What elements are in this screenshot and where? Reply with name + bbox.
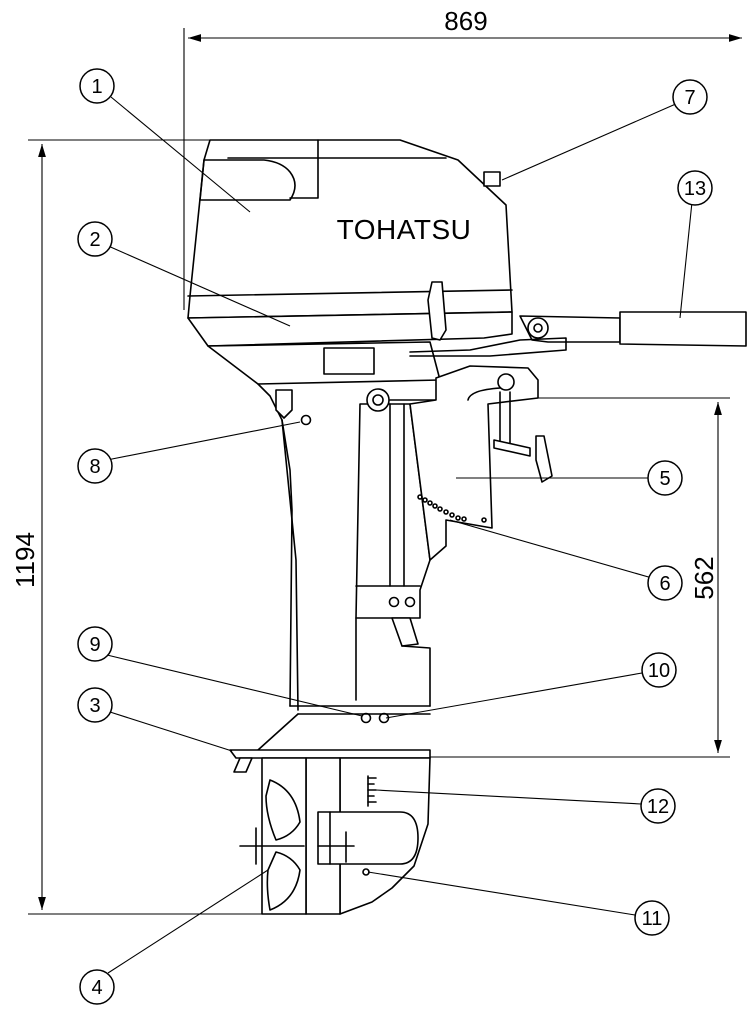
- brand-logo-text: TOHATSU: [337, 214, 472, 245]
- callout-7-label: 7: [684, 87, 695, 109]
- callout-11: 11: [634, 900, 670, 936]
- dimension-height-label: 1194: [10, 532, 40, 588]
- callout-10: 10: [641, 652, 677, 688]
- callout-9: 9: [77, 626, 113, 662]
- callout-5-label: 5: [659, 468, 670, 490]
- dimension-shaft: 562: [430, 397, 730, 758]
- callout-4-label: 4: [91, 977, 102, 999]
- tiller-handle: [409, 311, 747, 357]
- dimension-width-label: 869: [444, 6, 487, 36]
- callout-8: 8: [77, 448, 113, 484]
- callout-13: 13: [677, 170, 713, 206]
- callout-1-label: 1: [91, 76, 102, 98]
- callout-2-label: 2: [89, 229, 100, 251]
- callout-7: 7: [672, 79, 708, 115]
- callout-1: 1: [79, 68, 115, 104]
- callout-12-label: 12: [647, 796, 669, 818]
- trim-holes: [417, 494, 487, 523]
- dimension-shaft-label: 562: [689, 556, 719, 599]
- leader-lines: [105, 96, 693, 974]
- callout-13-label: 13: [684, 178, 706, 200]
- gear-case: [239, 757, 431, 915]
- callout-4: 4: [79, 969, 115, 1005]
- callout-12: 12: [640, 788, 676, 824]
- callout-6-label: 6: [659, 573, 670, 595]
- callout-2: 2: [77, 221, 113, 257]
- shaft-housing: [257, 383, 431, 751]
- callout-9-label: 9: [89, 634, 100, 656]
- water-scale: [367, 775, 377, 807]
- top-cowl: TOHATSU: [187, 139, 513, 319]
- callout-8-label: 8: [89, 456, 100, 478]
- anti-cavitation-plate: [229, 749, 431, 773]
- clamp-bracket: [355, 365, 553, 647]
- callout-3: 3: [77, 687, 113, 723]
- callout-3-label: 3: [89, 695, 100, 717]
- callout-10-label: 10: [648, 660, 670, 682]
- dimension-width: 869: [183, 6, 742, 310]
- dimension-height: 1194: [10, 139, 300, 915]
- callout-5: 5: [647, 460, 683, 496]
- callout-11-label: 11: [642, 908, 663, 930]
- callout-6: 6: [647, 565, 683, 601]
